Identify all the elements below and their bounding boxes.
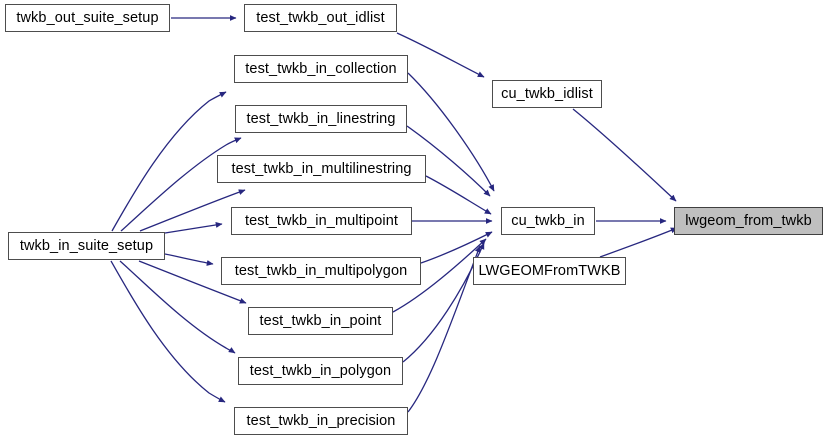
node-label: test_twkb_in_precision	[246, 412, 396, 429]
edge-twkb_in_suite_setup-to-test_twkb_in_multipolygon	[164, 253, 214, 266]
node-label: test_twkb_out_idlist	[256, 9, 385, 26]
node-test_twkb_in_collection[interactable]: test_twkb_in_collection	[234, 55, 408, 83]
node-test_twkb_in_multipolygon[interactable]: test_twkb_in_multipolygon	[221, 257, 421, 285]
node-label: twkb_in_suite_setup	[19, 237, 154, 254]
node-label: LWGEOMFromTWKB	[478, 262, 621, 279]
node-label: test_twkb_in_multipoint	[244, 212, 399, 229]
edge-test_twkb_in_multilinestring-to-cu_twkb_in	[425, 175, 492, 215]
edge-twkb_in_suite_setup-to-test_twkb_in_collection	[111, 91, 227, 232]
edge-twkb_in_suite_setup-to-test_twkb_in_multipoint	[164, 222, 223, 234]
edge-test_twkb_in_multipolygon-to-cu_twkb_in	[420, 231, 493, 264]
node-label: lwgeom_from_twkb	[685, 212, 812, 229]
edge-twkb_in_suite_setup-to-test_twkb_in_point	[138, 260, 247, 304]
node-cu_twkb_in[interactable]: cu_twkb_in	[501, 207, 595, 235]
node-label: test_twkb_in_linestring	[246, 110, 396, 127]
edge-twkb_in_suite_setup-to-test_twkb_in_polygon	[119, 260, 236, 354]
node-label: test_twkb_in_point	[259, 312, 382, 329]
edge-twkb_in_suite_setup-to-test_twkb_in_linestring	[120, 137, 242, 232]
edge-LWGEOMFromTWKB-to-lwgeom_from_twkb	[599, 227, 678, 258]
edge-twkb_in_suite_setup-to-test_twkb_in_precision	[110, 260, 226, 403]
node-test_twkb_in_polygon[interactable]: test_twkb_in_polygon	[238, 357, 403, 385]
edge-test_twkb_in_precision-to-cu_twkb_in	[407, 245, 481, 413]
node-label: test_twkb_in_multilinestring	[231, 160, 412, 177]
edge-twkb_in_suite_setup-to-test_twkb_in_multilinestring	[139, 189, 246, 232]
node-test_twkb_in_multilinestring[interactable]: test_twkb_in_multilinestring	[217, 155, 426, 183]
node-label: test_twkb_in_multipolygon	[234, 262, 408, 279]
edge-test_twkb_out_idlist-to-cu_twkb_idlist	[396, 32, 485, 78]
node-test_twkb_in_multipoint[interactable]: test_twkb_in_multipoint	[231, 207, 412, 235]
node-test_twkb_in_linestring[interactable]: test_twkb_in_linestring	[235, 105, 407, 133]
node-twkb_out_suite_setup[interactable]: twkb_out_suite_setup	[5, 4, 170, 32]
node-LWGEOMFromTWKB[interactable]: LWGEOMFromTWKB	[473, 257, 626, 285]
node-label: cu_twkb_in	[511, 212, 585, 229]
node-label: test_twkb_in_polygon	[249, 362, 392, 379]
node-twkb_in_suite_setup[interactable]: twkb_in_suite_setup	[8, 232, 165, 260]
node-label: test_twkb_in_collection	[245, 60, 397, 77]
edge-test_twkb_in_linestring-to-cu_twkb_in	[406, 125, 491, 197]
node-test_twkb_in_point[interactable]: test_twkb_in_point	[248, 307, 393, 335]
node-label: cu_twkb_idlist	[501, 85, 593, 102]
node-cu_twkb_idlist[interactable]: cu_twkb_idlist	[492, 80, 602, 108]
node-test_twkb_in_precision[interactable]: test_twkb_in_precision	[234, 407, 408, 435]
node-label: twkb_out_suite_setup	[16, 9, 159, 26]
node-test_twkb_out_idlist[interactable]: test_twkb_out_idlist	[244, 4, 397, 32]
node-lwgeom_from_twkb[interactable]: lwgeom_from_twkb	[674, 207, 823, 235]
edge-test_twkb_in_collection-to-cu_twkb_in	[407, 72, 495, 192]
edge-cu_twkb_idlist-to-lwgeom_from_twkb	[572, 108, 677, 202]
